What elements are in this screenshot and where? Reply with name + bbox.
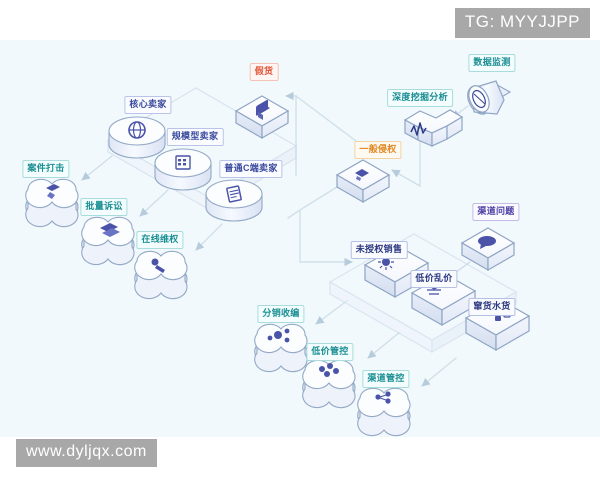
label-data-monitor[interactable]: 数据监测 bbox=[468, 54, 516, 72]
label-case-strike[interactable]: 案件打击 bbox=[22, 160, 70, 178]
node-counterfeit[interactable] bbox=[234, 95, 290, 140]
exchange-icon bbox=[355, 169, 369, 181]
node-common-c-seller[interactable] bbox=[205, 179, 263, 222]
label-scale-seller[interactable]: 规模型卖家 bbox=[166, 128, 224, 146]
node-channel-problem[interactable] bbox=[460, 227, 516, 272]
label-smuggled-goods[interactable]: 窜货水货 bbox=[468, 298, 516, 316]
node-channel-control[interactable] bbox=[357, 387, 411, 437]
label-counterfeit[interactable]: 假货 bbox=[249, 63, 279, 81]
node-case-strike[interactable] bbox=[25, 178, 79, 228]
label-low-price-chaos[interactable]: 低价乱价 bbox=[410, 270, 458, 288]
node-bulk-litigation[interactable] bbox=[81, 216, 135, 266]
books-icon bbox=[100, 223, 120, 237]
globe-icon bbox=[128, 121, 146, 139]
share-icon bbox=[375, 391, 391, 404]
document-icon bbox=[226, 185, 242, 203]
label-low-price-control[interactable]: 低价管控 bbox=[306, 343, 354, 361]
label-general-infringe[interactable]: 一般侵权 bbox=[354, 141, 402, 159]
connector-lines bbox=[81, 91, 471, 387]
network-icon bbox=[267, 328, 290, 343]
node-scale-seller[interactable] bbox=[154, 148, 212, 191]
node-online-rights[interactable] bbox=[134, 250, 188, 300]
node-general-infringe[interactable] bbox=[335, 159, 391, 204]
node-core-seller[interactable] bbox=[108, 116, 166, 159]
label-unauthorized-sale[interactable]: 未授权销售 bbox=[350, 241, 408, 259]
node-data-monitor[interactable] bbox=[463, 77, 515, 119]
cluster-icon bbox=[319, 363, 339, 377]
label-channel-recruit[interactable]: 分销收编 bbox=[257, 305, 305, 323]
label-bulk-litigation[interactable]: 批量诉讼 bbox=[80, 198, 128, 216]
node-channel-recruit[interactable] bbox=[254, 323, 308, 373]
node-low-price-control[interactable] bbox=[302, 359, 356, 409]
label-channel-control[interactable]: 渠道管控 bbox=[362, 370, 410, 388]
node-low-price-chaos[interactable] bbox=[410, 273, 477, 327]
building-icon bbox=[175, 155, 191, 170]
label-channel-problem[interactable]: 渠道问题 bbox=[472, 203, 520, 221]
label-online-rights[interactable]: 在线维权 bbox=[136, 231, 184, 249]
shield-key-icon bbox=[151, 258, 165, 273]
label-common-c-seller[interactable]: 普通C端卖家 bbox=[219, 160, 283, 178]
watermark-bottom-left: www.dyljqx.com bbox=[16, 439, 157, 467]
watermark-top-right: TG: MYYJJPP bbox=[454, 8, 590, 38]
node-deep-mining[interactable] bbox=[403, 109, 464, 147]
label-core-seller[interactable]: 核心卖家 bbox=[124, 96, 172, 114]
hammer-icon bbox=[46, 184, 60, 199]
label-deep-mining[interactable]: 深度挖掘分析 bbox=[387, 89, 453, 107]
speech-icon bbox=[478, 236, 496, 249]
